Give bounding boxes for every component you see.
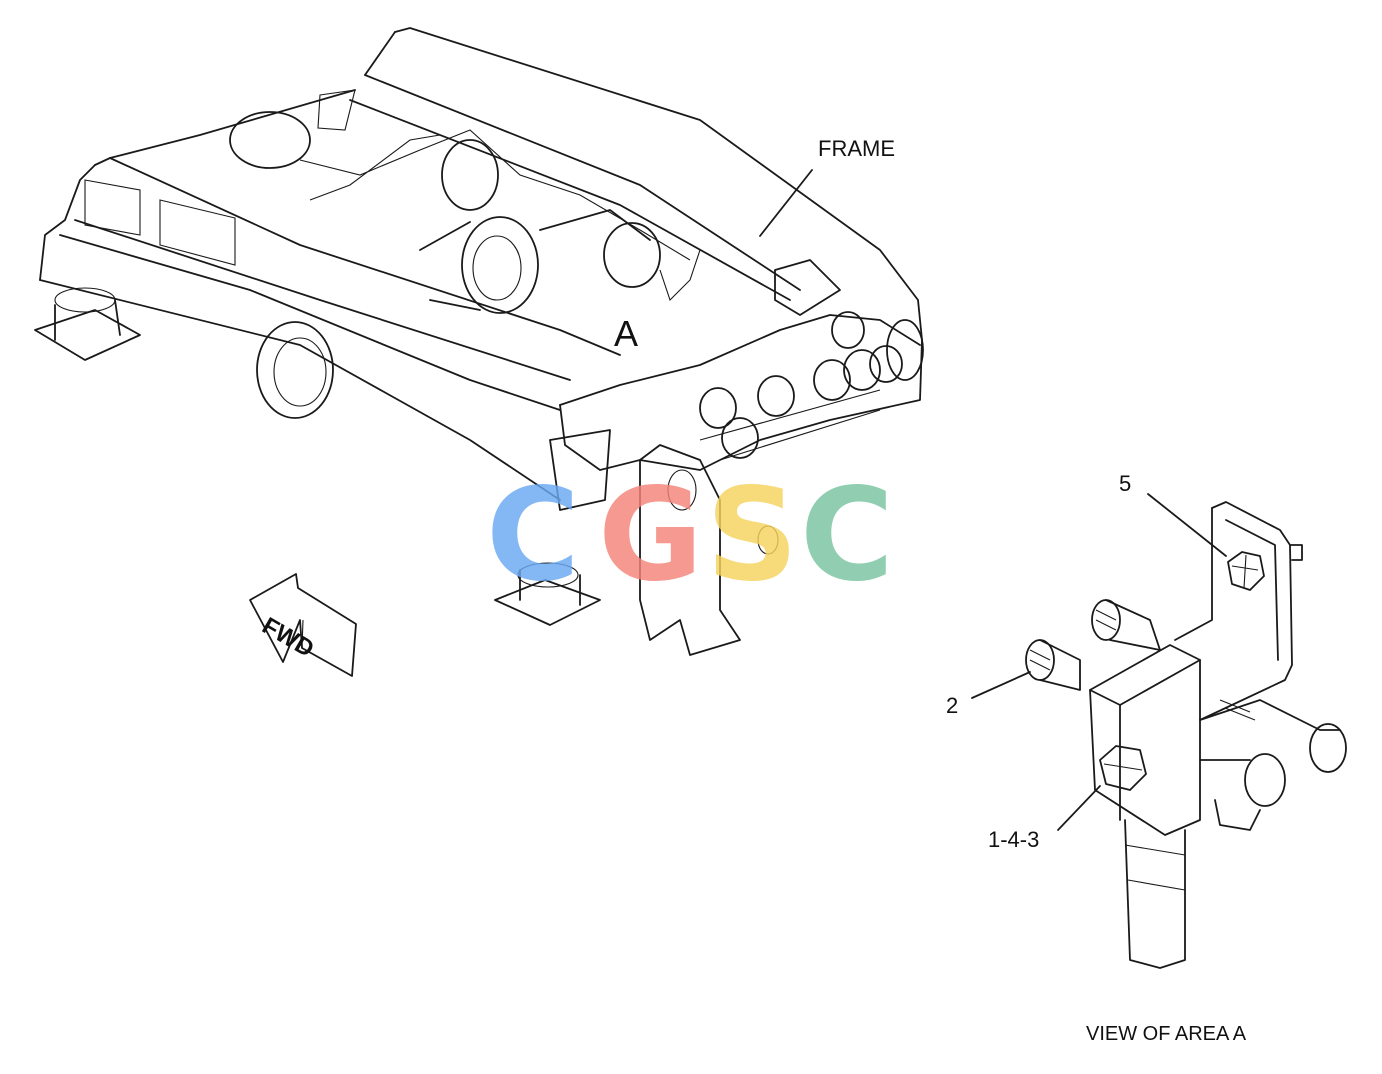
- part-2-leader-line: [971, 671, 1031, 699]
- watermark-letter-4: C: [800, 461, 894, 610]
- fwd-arrow: [249, 573, 357, 677]
- part-2-label: 2: [946, 693, 959, 718]
- view-caption: VIEW OF AREA A: [1086, 1023, 1247, 1045]
- part-143-label: 1-4-3: [988, 827, 1040, 852]
- watermark-letter-2: G: [598, 461, 704, 610]
- area-a-detail: [1025, 501, 1347, 969]
- part-5-label: 5: [1119, 471, 1132, 496]
- part-5-leader-line: [1147, 493, 1227, 557]
- area-a-label: A: [614, 313, 639, 354]
- watermark-letter-3: S: [706, 461, 799, 610]
- frame-label: FRAME: [818, 136, 895, 161]
- machine-frame: [34, 27, 924, 656]
- frame-leader-line: [759, 169, 813, 237]
- watermark-letter-1: C: [486, 461, 580, 610]
- part-143-leader-line: [1057, 785, 1101, 831]
